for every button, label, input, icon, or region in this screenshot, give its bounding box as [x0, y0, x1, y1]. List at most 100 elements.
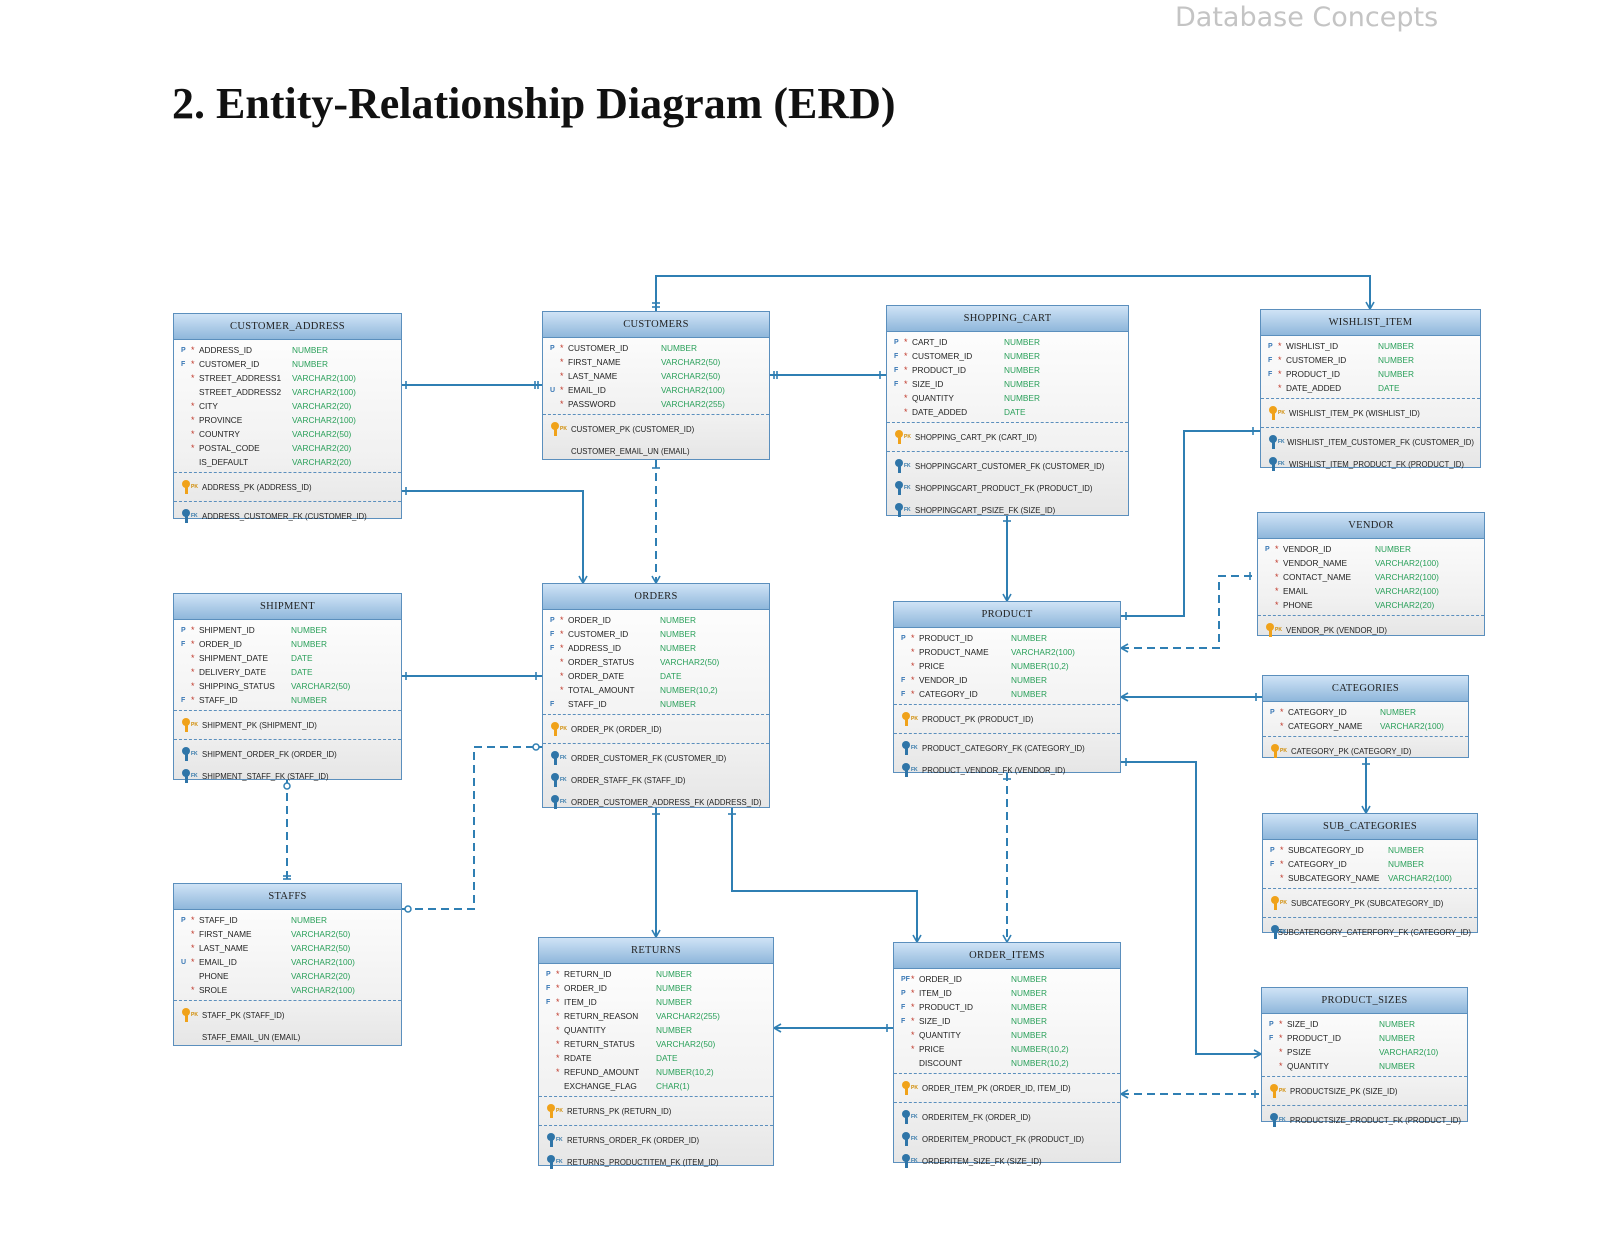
column-name: ORDER_STATUS	[568, 657, 635, 667]
required-mark: *	[911, 1044, 915, 1054]
column-type: NUMBER	[1004, 379, 1040, 389]
column-name: ORDER_DATE	[568, 671, 625, 681]
column-type: VARCHAR2(50)	[660, 657, 720, 667]
column-name: ITEM_ID	[564, 997, 597, 1007]
column-type: NUMBER	[656, 983, 692, 993]
key-flag: P	[1270, 708, 1275, 716]
column-name: TOTAL_AMOUNT	[568, 685, 635, 695]
required-mark: *	[191, 667, 195, 677]
crowfoot-mark	[1119, 1089, 1129, 1099]
required-mark: *	[191, 373, 195, 383]
key-flag: F	[546, 984, 551, 992]
section-divider	[1261, 398, 1480, 399]
key-flag: F	[901, 1003, 906, 1011]
required-mark: *	[911, 1002, 915, 1012]
key-text: SHIPMENT_STAFF_FK (STAFF_ID)	[202, 771, 329, 781]
foreign-key-icon: FK	[901, 740, 919, 756]
column-name: DELIVERY_DATE	[199, 667, 267, 677]
column-type: VARCHAR2(50)	[291, 681, 351, 691]
column-name: POSTAL_CODE	[199, 443, 260, 453]
key-flag: F	[894, 352, 899, 360]
key-text: SUBCATERGORY_CATERFORY_FK (CATEGORY_ID)	[1277, 927, 1471, 937]
key-flag: U	[181, 958, 187, 966]
required-mark: *	[911, 689, 915, 699]
rel-product-sizes	[1121, 761, 1261, 1055]
column-type: NUMBER	[291, 915, 327, 925]
entity-title: STAFFS	[174, 884, 401, 910]
required-mark: *	[556, 1067, 560, 1077]
column-type: DATE	[291, 653, 313, 663]
foreign-key-icon: FK	[1269, 1112, 1287, 1128]
column-name: COUNTRY	[199, 429, 240, 439]
key-flag: F	[550, 644, 555, 652]
column-name: PRODUCT_ID	[1286, 369, 1340, 379]
key-text: PRODUCTSIZE_PRODUCT_FK (PRODUCT_ID)	[1289, 1115, 1461, 1125]
column-name: STREET_ADDRESS1	[199, 373, 282, 383]
required-mark: *	[1279, 1061, 1283, 1071]
key-flag: F	[894, 366, 899, 374]
section-divider	[543, 414, 769, 415]
column-name: STAFF_ID	[199, 915, 238, 925]
required-mark: *	[191, 985, 195, 995]
column-type: VARCHAR2(50)	[291, 943, 351, 953]
column-name: PRODUCT_NAME	[919, 647, 989, 657]
required-mark: *	[191, 915, 195, 925]
required-mark: *	[911, 988, 915, 998]
required-mark: *	[904, 337, 908, 347]
required-mark: *	[1275, 558, 1279, 568]
column-type: NUMBER	[660, 643, 696, 653]
column-type: NUMBER	[292, 359, 328, 369]
section-divider	[539, 1096, 773, 1097]
column-name: RDATE	[564, 1053, 592, 1063]
section-divider	[174, 710, 401, 711]
column-type: NUMBER	[656, 969, 692, 979]
required-mark: *	[560, 643, 564, 653]
key-flag: P	[1268, 342, 1273, 350]
column-type: VARCHAR2(100)	[1380, 721, 1444, 731]
key-text: SHIPMENT_PK (SHIPMENT_ID)	[202, 720, 317, 730]
foreign-key-icon: FK	[1268, 434, 1285, 450]
required-mark: *	[560, 343, 564, 353]
section-divider	[894, 1073, 1120, 1074]
column-type: NUMBER(10,2)	[660, 685, 718, 695]
foreign-key-icon: FK	[546, 1154, 564, 1170]
optional-mark	[532, 743, 540, 751]
primary-key-icon: PK	[546, 1103, 564, 1119]
column-type: NUMBER	[1378, 369, 1414, 379]
required-mark: *	[1280, 721, 1284, 731]
key-text: SUBCATEGORY_PK (SUBCATEGORY_ID)	[1291, 898, 1444, 908]
